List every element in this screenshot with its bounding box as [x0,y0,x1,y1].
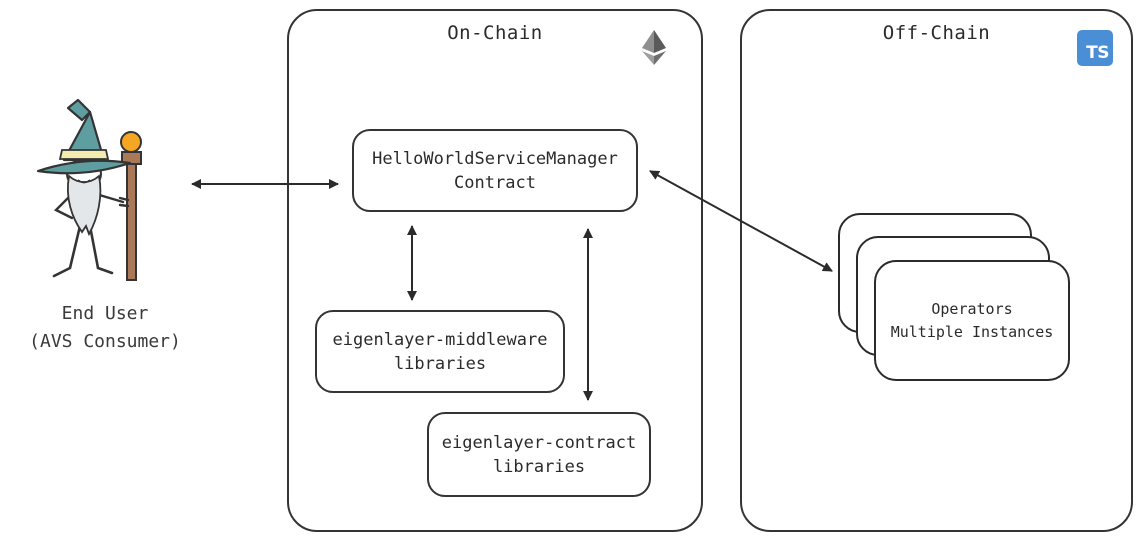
wizard-staff-orb [120,131,142,153]
service-manager-line2: Contract [454,172,536,193]
wizard-end-user-illustration [36,98,142,281]
operators-line1: Operators [931,299,1013,318]
wizard-hat-tip [66,98,92,122]
wizard-staff [126,159,137,281]
typescript-icon: TS [1077,30,1113,66]
typescript-icon-text: TS [1086,43,1109,63]
wizard-beard [67,174,102,237]
contract-libraries-line2: libraries [492,456,586,477]
ethereum-icon [642,30,666,65]
operators-node: Operators Multiple Instances [874,260,1070,381]
wizard-leg-right [88,224,114,275]
wizard-hat-band [58,149,110,160]
contract-libraries-node: eigenlayer-contract libraries [427,412,651,497]
middleware-libraries-line1: eigenlayer-middleware [332,329,548,350]
contract-libraries-line1: eigenlayer-contract [441,432,637,453]
middleware-libraries-node: eigenlayer-middleware libraries [315,310,565,393]
onchain-title: On-Chain [447,22,543,44]
offchain-title: Off-Chain [882,22,991,44]
wizard-mustache [77,179,91,184]
middleware-libraries-line2: libraries [393,353,487,374]
operators-line2: Multiple Instances [890,322,1054,341]
wizard-hat-cone [62,110,106,162]
service-manager-line1: HelloWorldServiceManager [372,148,618,169]
end-user-label-line1: End User [61,303,149,324]
end-user-label-line2: (AVS Consumer) [29,331,181,352]
wizard-hat-brim [36,159,132,175]
service-manager-node: HelloWorldServiceManager Contract [352,129,638,212]
end-user-label: End User (AVS Consumer) [5,300,205,356]
wizard-leg-left [52,224,82,278]
